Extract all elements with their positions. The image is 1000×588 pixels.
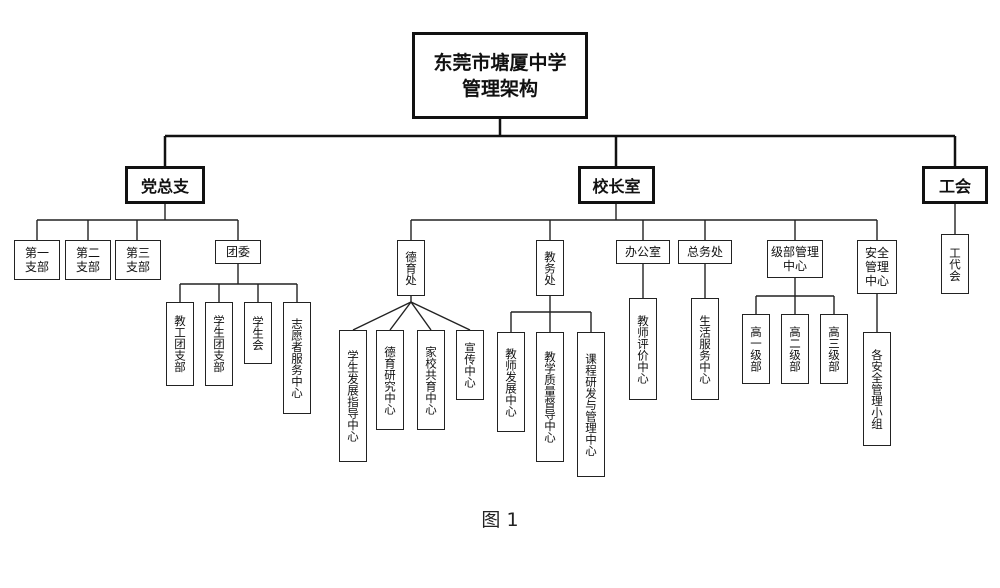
academic-child-quality: 教学质量督导中心	[536, 332, 564, 462]
grade-child-senior1: 高一级部	[742, 314, 770, 384]
figure-caption: 图 1	[481, 509, 519, 531]
league-child-volunteer: 志愿者服务中心	[283, 302, 311, 414]
union-child-congress: 工代会	[941, 234, 969, 294]
moral-child-publicity: 宣传中心	[456, 330, 484, 400]
academic-affairs-office: 教务处	[536, 240, 564, 296]
grade-child-senior3: 高三级部	[820, 314, 848, 384]
league-child-council: 学生会	[244, 302, 272, 364]
safety-management-label: 安全管理中心	[864, 246, 889, 288]
academic-child-curriculum: 课程研发与管理中心	[577, 332, 605, 477]
moral-child-student-guidance: 学生发展指导中心	[339, 330, 367, 462]
party-branch-2: 第二 支部	[65, 240, 111, 280]
moral-child-research: 德育研究中心	[376, 330, 404, 430]
party-committee-box: 党总支	[125, 166, 205, 204]
logistics-office-box: 总务处	[678, 240, 732, 264]
moral-child-home-school: 家校共育中心	[417, 330, 445, 430]
academic-child-teacher-dev: 教师发展中心	[497, 332, 525, 432]
grade-management-label: 级部管理中心	[771, 245, 820, 273]
root-title-line1: 东莞市塘厦中学	[433, 51, 567, 74]
grade-management-box: 级部管理中心	[767, 240, 823, 278]
party-branch-1: 第一 支部	[14, 240, 60, 280]
youth-league-box: 团委	[215, 240, 261, 264]
safety-management-box: 安全管理中心	[857, 240, 897, 294]
principal-office-box: 校长室	[578, 166, 655, 204]
party-branch-3: 第三 支部	[115, 240, 161, 280]
moral-education-office: 德育处	[397, 240, 425, 296]
league-child-staff: 教工团支部	[166, 302, 194, 386]
office-child-evaluation: 教师评价中心	[629, 298, 657, 400]
logistics-child-life-service: 生活服务中心	[691, 298, 719, 400]
root-title-line2: 管理架构	[461, 77, 538, 100]
league-child-students: 学生团支部	[205, 302, 233, 386]
root-title-box: 东莞市塘厦中学 管理架构	[412, 32, 588, 119]
general-office-box: 办公室	[616, 240, 670, 264]
safety-child-groups: 各安全管理小组	[863, 332, 891, 446]
grade-child-senior2: 高二级部	[781, 314, 809, 384]
union-box: 工会	[922, 166, 988, 204]
